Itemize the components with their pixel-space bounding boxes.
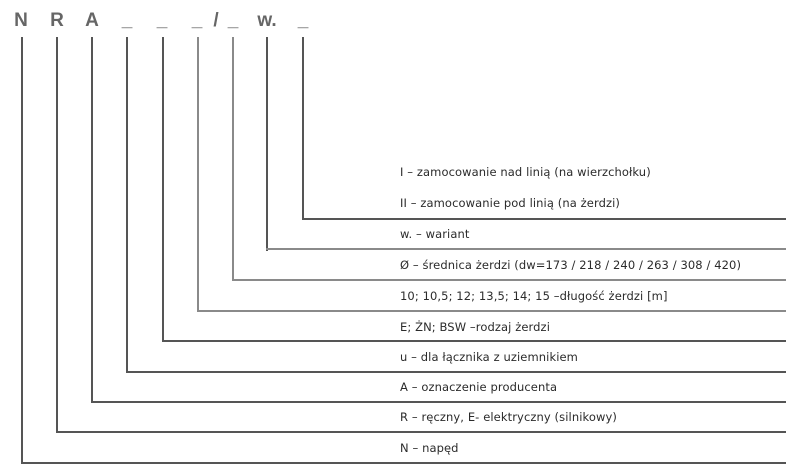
leader-horizontal-u: [126, 371, 786, 373]
code-char-slash: /: [213, 10, 219, 31]
leader-horizontal-n: [21, 462, 786, 464]
leader-horizontal-r: [56, 431, 786, 433]
code-char-u-slot: _: [121, 10, 133, 31]
legend-length: 10; 10,5; 12; 13,5; 14; 15 –długość żerd…: [400, 289, 668, 303]
leader-horizontal-a: [91, 401, 786, 403]
leader-vertical-mount: [302, 37, 304, 220]
leader-horizontal-length: [197, 310, 786, 312]
code-char-variant: w.: [257, 10, 277, 31]
legend-diameter: Ø – średnica żerdzi (dw=173 / 218 / 240 …: [400, 258, 742, 272]
leader-horizontal-mount: [302, 218, 786, 220]
code-char-a: A: [85, 10, 99, 31]
leader-vertical-a: [91, 37, 93, 403]
legend-variant: w. – wariant: [400, 227, 470, 241]
leader-vertical-diameter: [232, 37, 234, 281]
legend-producer: A – oznaczenie producenta: [400, 380, 558, 394]
legend-earthing: u – dla łącznika z uziemnikiem: [400, 350, 578, 364]
leader-vertical-length: [197, 37, 199, 312]
leader-vertical-type: [162, 37, 164, 342]
code-char-length-slot: _: [191, 10, 203, 31]
leader-vertical-n: [21, 37, 23, 464]
code-char-r: R: [50, 10, 64, 31]
code-char-mount-slot: _: [297, 10, 309, 31]
code-char-n: N: [14, 10, 28, 31]
leader-vertical-r: [56, 37, 58, 433]
code-char-type-slot: _: [156, 10, 168, 31]
legend-pole-type: E; ŻN; BSW –rodzaj żerdzi: [400, 320, 550, 334]
legend-mount-under-line: II – zamocowanie pod linią (na żerdzi): [400, 196, 620, 210]
leader-horizontal-variant: [266, 248, 786, 250]
legend-drive: N – napęd: [400, 441, 459, 455]
legend-drive-mode: R – ręczny, E- elektryczny (silnikowy): [400, 410, 617, 424]
leader-horizontal-type: [162, 340, 786, 342]
leader-vertical-u: [126, 37, 128, 373]
leader-horizontal-diameter: [232, 279, 786, 281]
legend-mount-over-line: I – zamocowanie nad linią (na wierzchołk…: [400, 165, 651, 179]
leader-vertical-variant: [266, 37, 268, 251]
code-char-diameter-slot: _: [227, 10, 239, 31]
